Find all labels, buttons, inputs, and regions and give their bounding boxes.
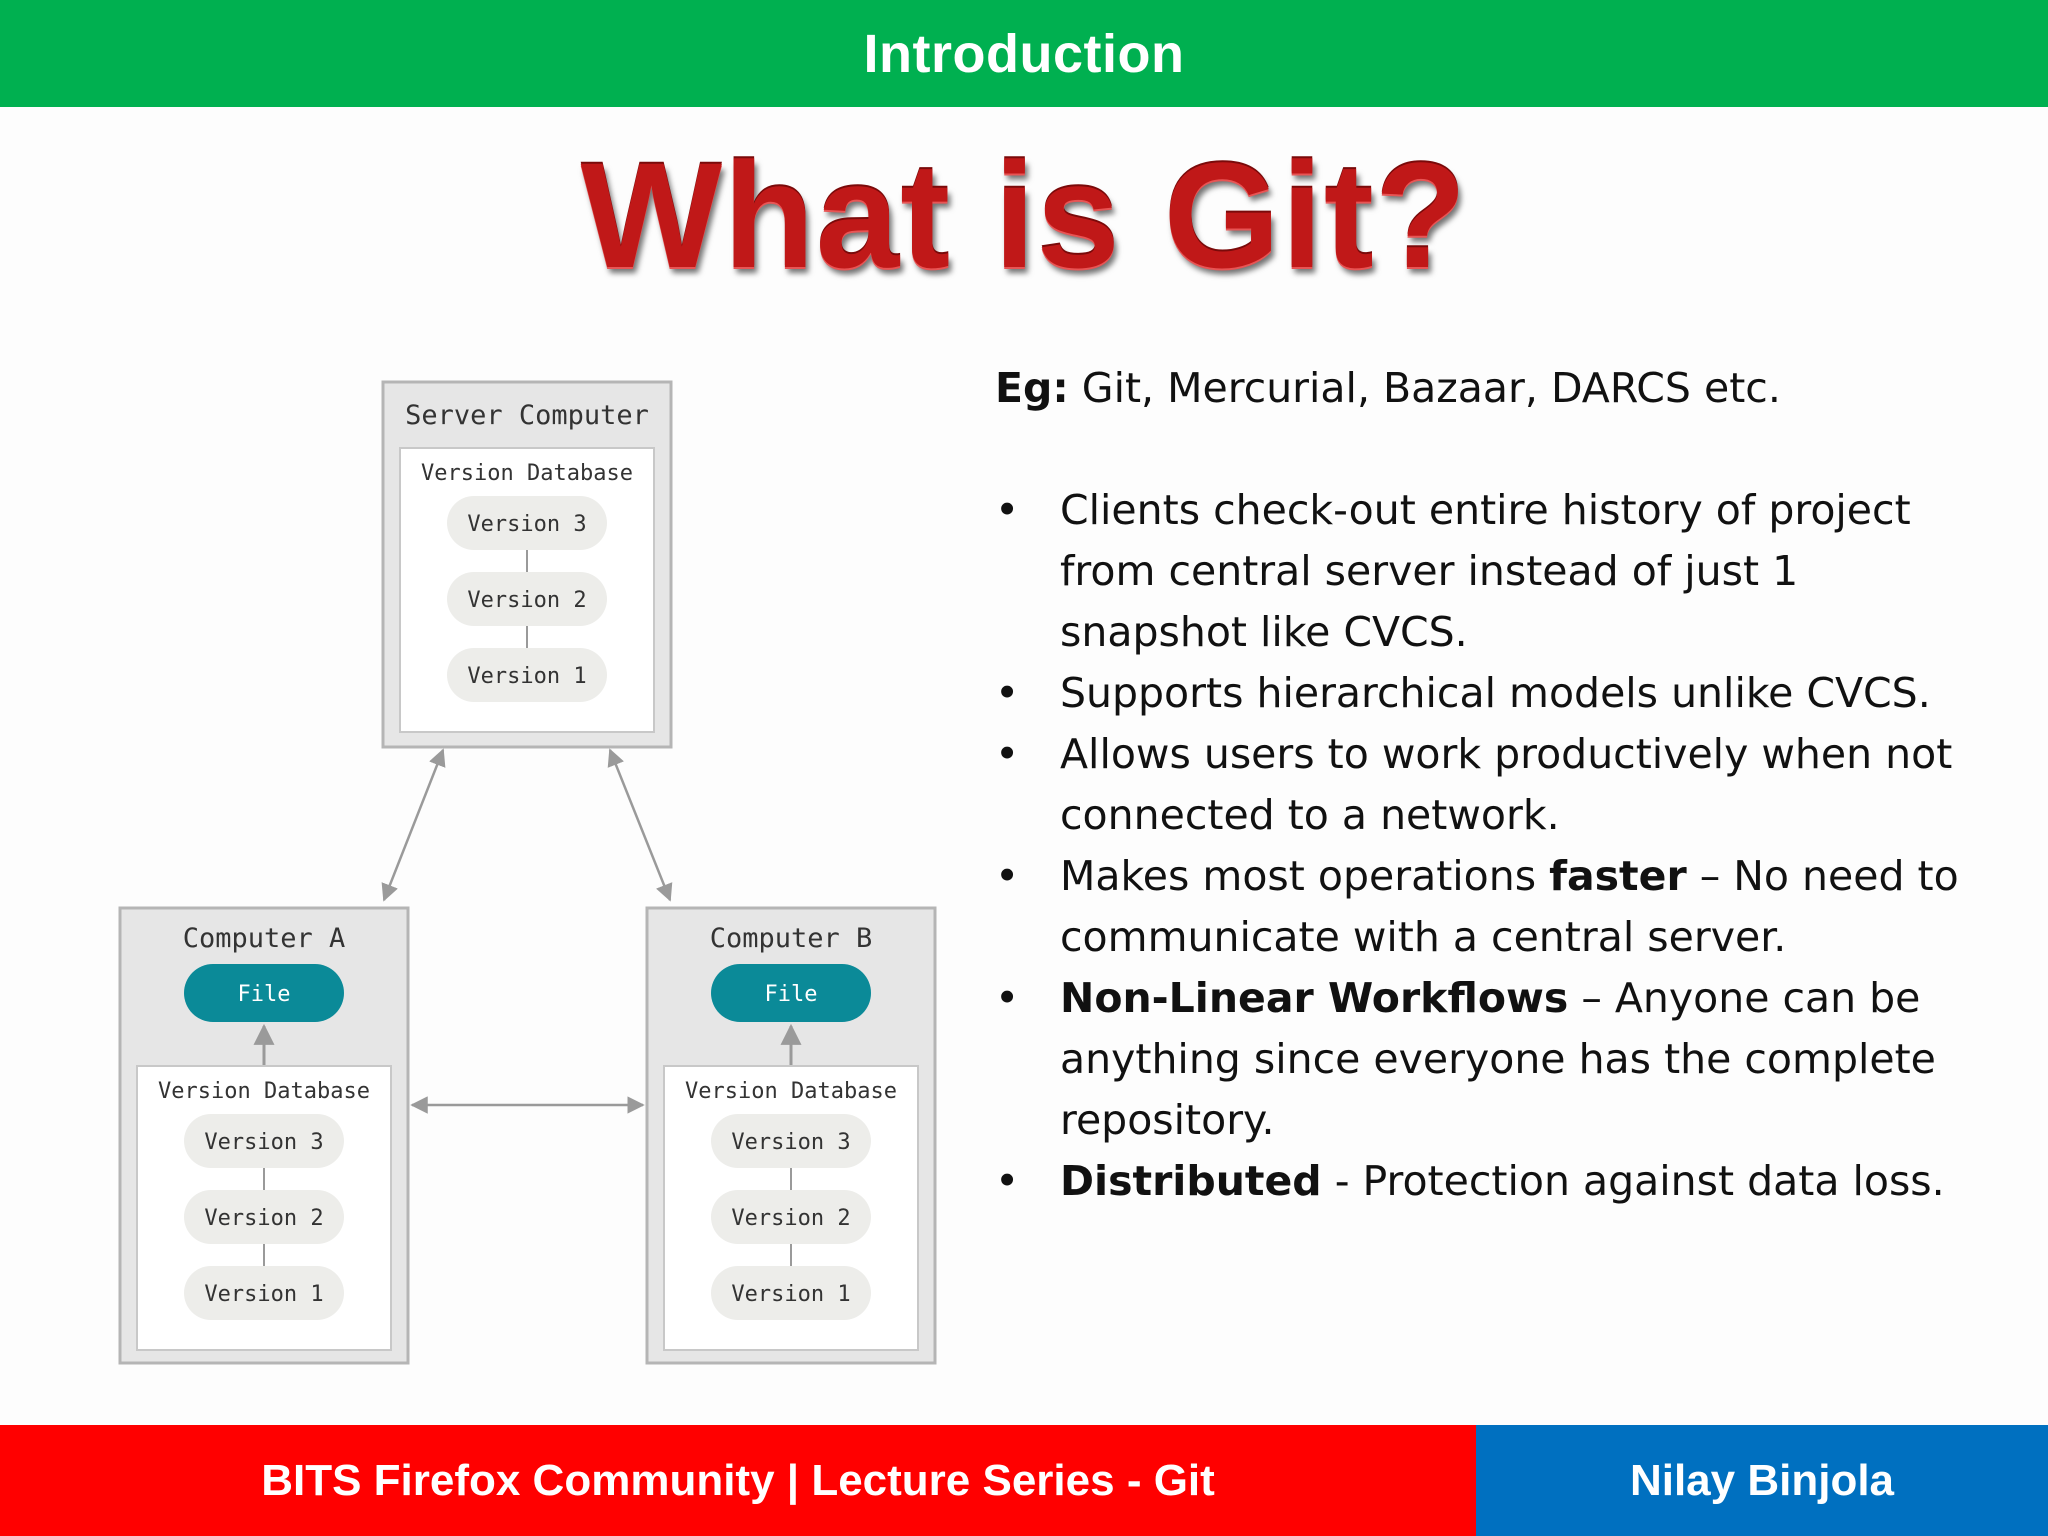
computer-a-title: Computer A <box>183 923 346 954</box>
server-version-3-label: Version 3 <box>467 512 586 537</box>
computer-a-db-label: Version Database <box>158 1079 370 1104</box>
computer-a-version-1-pill <box>184 1266 344 1320</box>
list-item-text: – Anyone can be anything since everyone … <box>1060 974 1936 1144</box>
computer-b-version-3-label: Version 3 <box>731 1130 850 1155</box>
computer-b: Computer B File Version Database Version… <box>645 906 937 1365</box>
server-version-1-pill <box>447 648 607 702</box>
sync-arrow-server-a <box>381 748 446 902</box>
server-db-label: Version Database <box>421 461 633 486</box>
footer-author-text: Nilay Binjola <box>1629 1455 1895 1505</box>
bullet-icon: • <box>995 852 1020 900</box>
computer-a-version-1-label: Version 1 <box>204 1282 323 1307</box>
computer-b-version-2-label: Version 2 <box>731 1206 850 1231</box>
footer-author-bar: Nilay Binjola <box>1476 1425 2048 1536</box>
computer-b-file-label: File <box>765 982 818 1007</box>
list-item-text: Makes most operations <box>1060 852 1550 900</box>
list-item-text: Allows users to work productively when n… <box>1060 730 1953 839</box>
dvcs-diagram: Server Computer Version Database Version… <box>110 370 950 1370</box>
examples-label: Eg: <box>995 364 1069 412</box>
examples-text: Git, Mercurial, Bazaar, DARCS etc. <box>1068 364 1781 412</box>
list-item: • Supports hierarchical models unlike CVC… <box>995 663 1995 724</box>
computer-b-version-3-pill <box>711 1114 871 1168</box>
list-item-emphasis: faster <box>1549 852 1687 900</box>
bullet-icon: • <box>995 669 1020 717</box>
bullet-icon: • <box>995 974 1020 1022</box>
bullet-icon: • <box>995 730 1020 778</box>
list-item-emphasis: Non-Linear Workflows <box>1060 974 1569 1022</box>
feature-list: • Clients check-out entire history of pro… <box>995 480 1995 1212</box>
computer-a: Computer A File Version Database Version… <box>118 906 410 1365</box>
list-item-emphasis: Distributed <box>1060 1157 1322 1205</box>
dvcs-diagram-svg: Server Computer Version Database Version… <box>118 380 937 1365</box>
server-computer-title: Server Computer <box>405 400 649 431</box>
list-item: • Allows users to work productively when … <box>995 724 1995 846</box>
list-item: • Clients check-out entire history of pro… <box>995 480 1995 663</box>
computer-b-version-1-label: Version 1 <box>731 1282 850 1307</box>
slide-title: What is Git? <box>580 131 1468 299</box>
computer-a-version-3-pill <box>184 1114 344 1168</box>
list-item: • Non-Linear Workflows – Anyone can be an… <box>995 968 1995 1151</box>
list-item-text: – No need to communicate with a central … <box>1060 852 1959 961</box>
bullet-icon: • <box>995 486 1020 534</box>
computer-b-title: Computer B <box>710 923 873 954</box>
list-item: • Distributed - Protection against data l… <box>995 1151 1995 1212</box>
computer-a-version-3-label: Version 3 <box>204 1130 323 1155</box>
server-version-2-pill <box>447 572 607 626</box>
footer-series-text: BITS Firefox Community | Lecture Series … <box>261 1455 1215 1505</box>
computer-a-file-pill <box>184 964 344 1022</box>
server-version-3-pill <box>447 496 607 550</box>
footer-series-bar: BITS Firefox Community | Lecture Series … <box>0 1425 1476 1536</box>
computer-b-version-2-pill <box>711 1190 871 1244</box>
server-computer: Server Computer Version Database Version… <box>381 380 673 749</box>
header-title: Introduction <box>863 23 1185 84</box>
content-panel: Eg: Git, Mercurial, Bazaar, DARCS etc. •… <box>995 358 1995 1212</box>
server-version-1-label: Version 1 <box>467 664 586 689</box>
list-item-text: - Protection against data loss. <box>1321 1157 1945 1205</box>
sync-arrow-server-b <box>607 748 673 902</box>
list-item: • Makes most operations faster – No need … <box>995 846 1995 968</box>
computer-b-version-1-pill <box>711 1266 871 1320</box>
list-item-text: Clients check-out entire history of proj… <box>1060 486 1911 656</box>
bullet-icon: • <box>995 1157 1020 1205</box>
computer-a-version-2-label: Version 2 <box>204 1206 323 1231</box>
header-bar: Introduction <box>0 0 2048 107</box>
examples-line: Eg: Git, Mercurial, Bazaar, DARCS etc. <box>995 358 1995 419</box>
computer-a-version-2-pill <box>184 1190 344 1244</box>
computer-b-db-label: Version Database <box>685 1079 897 1104</box>
list-item-text: Supports hierarchical models unlike CVCS… <box>1060 669 1931 717</box>
computer-b-file-pill <box>711 964 871 1022</box>
computer-a-file-label: File <box>238 982 291 1007</box>
server-version-2-label: Version 2 <box>467 588 586 613</box>
